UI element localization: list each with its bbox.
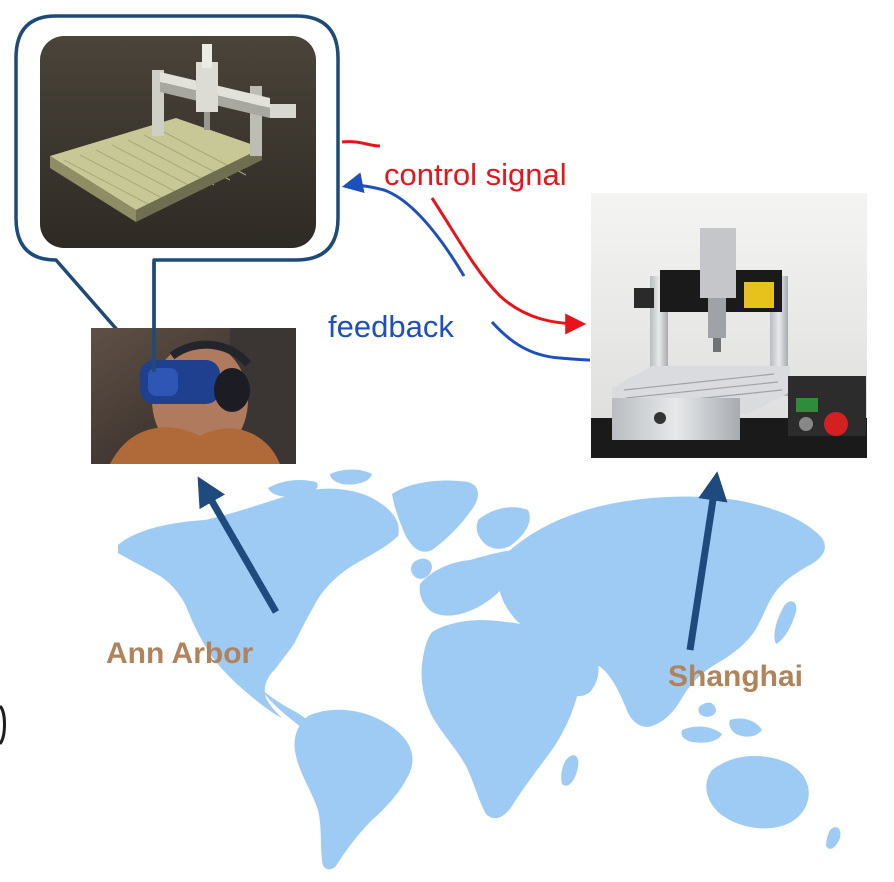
shanghai-pointer-arrow (686, 471, 728, 651)
ann-arbor-pointer-arrow (197, 476, 280, 614)
control-signal-label: control signal (384, 157, 567, 192)
edge-fragment (0, 704, 6, 745)
vr-scene-image (40, 36, 316, 248)
cnc-machine-photo (591, 193, 867, 458)
operator-photo (91, 328, 296, 464)
feedback-label: feedback (328, 309, 454, 344)
feedback-arrow (341, 172, 591, 362)
ann-arbor-label: Ann Arbor (106, 637, 254, 670)
control-signal-arrow (341, 140, 587, 335)
shanghai-label: Shanghai (668, 660, 803, 693)
world-map (118, 469, 841, 870)
